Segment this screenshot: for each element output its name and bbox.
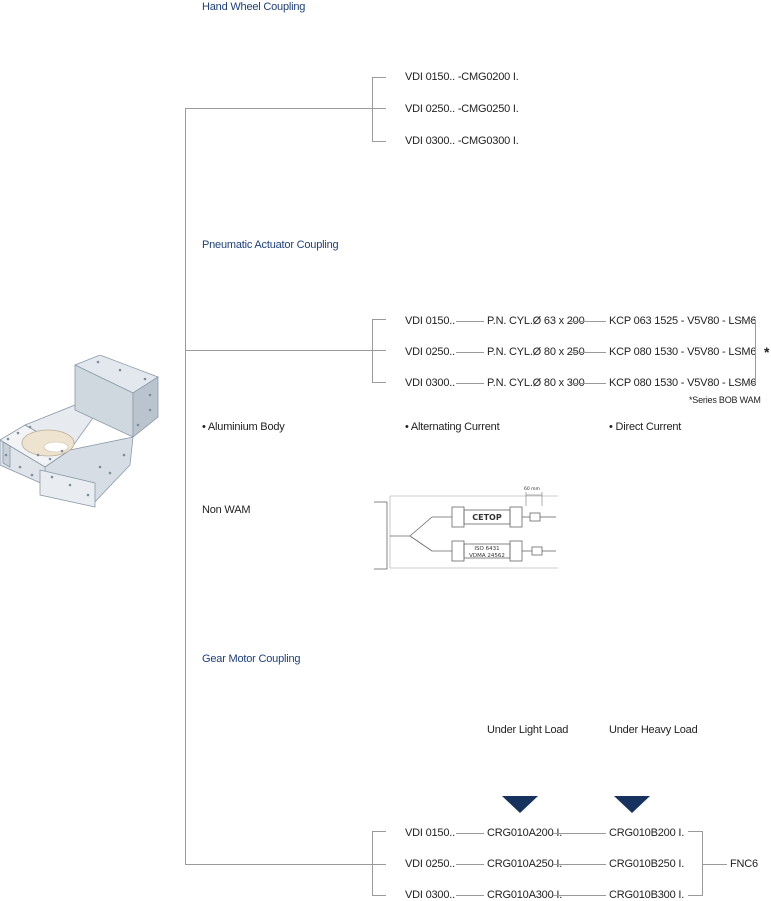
dimension-label: 60 mm xyxy=(524,486,540,492)
pneumatic-connector xyxy=(456,383,484,384)
pneumatic-kcp: KCP 080 1530 - V5V80 - LSM6 xyxy=(609,377,757,389)
gear-connector xyxy=(553,895,606,896)
down-arrow-icon xyxy=(502,796,538,813)
iso-label: ISO 6431 xyxy=(474,546,499,552)
non-wam-cylinders-drawing: 60 mm CETOP ISO 6431 VDMA 24562 xyxy=(374,486,558,570)
pneumatic-connector xyxy=(456,352,484,353)
pneumatic-connector xyxy=(570,383,606,384)
pneumatic-kcp: KCP 063 1525 - V5V80 - LSM6 xyxy=(609,315,757,327)
bullet-direct: • Direct Current xyxy=(609,421,682,433)
gear-heavy-code: CRG010B200 I. xyxy=(609,827,685,839)
branch-pneumatic xyxy=(185,350,372,351)
hand-wheel-tick-2 xyxy=(372,108,386,109)
pneumatic-bracket xyxy=(372,319,373,383)
fnc-bracket-bottom xyxy=(688,895,702,896)
hand-wheel-tick-1 xyxy=(372,77,386,78)
cetop-label: CETOP xyxy=(472,513,502,522)
hand-wheel-row: VDI 0300.. -CMG0300 I. xyxy=(405,135,519,147)
hand-wheel-tick-3 xyxy=(372,141,386,142)
series-note: *Series BOB WAM xyxy=(689,395,761,405)
down-arrow-icon xyxy=(614,796,650,813)
pneumatic-connector xyxy=(456,321,484,322)
gear-connector xyxy=(456,895,484,896)
non-wam-label: Non WAM xyxy=(202,504,251,516)
branch-hand-wheel xyxy=(185,108,372,109)
pneumatic-tick-2 xyxy=(372,350,386,351)
pneumatic-vdi: VDI 0250.. xyxy=(405,346,455,358)
pneumatic-heading: Pneumatic Actuator Coupling xyxy=(202,239,339,251)
gear-vdi: VDI 0250.. xyxy=(405,858,455,870)
gear-heavy-code: CRG010B250 I. xyxy=(609,858,685,870)
pneumatic-kcp: KCP 080 1530 - V5V80 - LSM6 xyxy=(609,346,757,358)
pneumatic-tick-3 xyxy=(372,382,386,383)
pneumatic-connector xyxy=(570,321,606,322)
pneumatic-cylinder: P.N. CYL.Ø 63 x 200 xyxy=(487,315,585,327)
gear-light-code: CRG010A300 I. xyxy=(487,889,563,901)
pneumatic-cylinder: P.N. CYL.Ø 80 x 300 xyxy=(487,377,585,389)
gear-tick-3 xyxy=(372,895,386,896)
hand-wheel-bracket xyxy=(372,77,373,142)
pneumatic-vdi: VDI 0150.. xyxy=(405,315,455,327)
hand-wheel-row: VDI 0150.. -CMG0200 I. xyxy=(405,71,519,83)
gear-motor-heading: Gear Motor Coupling xyxy=(202,653,301,665)
gear-heavy-code: CRG010B300 I. xyxy=(609,889,685,901)
bullet-aluminium: • Aluminium Body xyxy=(202,421,285,433)
under-light-load-label: Under Light Load xyxy=(487,724,569,736)
gear-connector xyxy=(456,833,484,834)
kcp-bracket-bottom xyxy=(740,383,755,384)
gear-light-code: CRG010A250 I. xyxy=(487,858,563,870)
branch-gear-motor xyxy=(185,864,372,865)
fnc-result: FNC6 xyxy=(730,858,758,870)
vdma-label: VDMA 24562 xyxy=(469,553,505,559)
pneumatic-cylinder: P.N. CYL.Ø 80 x 250 xyxy=(487,346,585,358)
kcp-bracket-top xyxy=(740,320,755,321)
valve-body-illustration xyxy=(0,355,159,508)
trunk-line xyxy=(185,108,186,864)
pneumatic-vdi: VDI 0300.. xyxy=(405,377,455,389)
under-heavy-load-label: Under Heavy Load xyxy=(609,724,698,736)
gear-connector xyxy=(456,864,484,865)
hand-wheel-row: VDI 0250.. -CMG0250 I. xyxy=(405,103,519,115)
gear-light-code: CRG010A200 I. xyxy=(487,827,563,839)
gear-bracket xyxy=(372,831,373,896)
bullet-alternating: • Alternating Current xyxy=(405,421,500,433)
pneumatic-connector xyxy=(570,352,606,353)
gear-tick-1 xyxy=(372,831,386,832)
gear-connector xyxy=(553,864,606,865)
hand-wheel-heading: Hand Wheel Coupling xyxy=(202,1,306,13)
fnc-bracket-top xyxy=(688,831,702,832)
asterisk-mark: * xyxy=(764,344,770,360)
gear-connector xyxy=(553,833,606,834)
kcp-bracket xyxy=(755,320,756,384)
gear-tick-2 xyxy=(372,864,386,865)
pneumatic-tick-1 xyxy=(372,319,386,320)
gear-vdi: VDI 0300.. xyxy=(405,889,455,901)
fnc-connector xyxy=(702,864,727,865)
gear-vdi: VDI 0150.. xyxy=(405,827,455,839)
fnc-bracket xyxy=(702,831,703,896)
